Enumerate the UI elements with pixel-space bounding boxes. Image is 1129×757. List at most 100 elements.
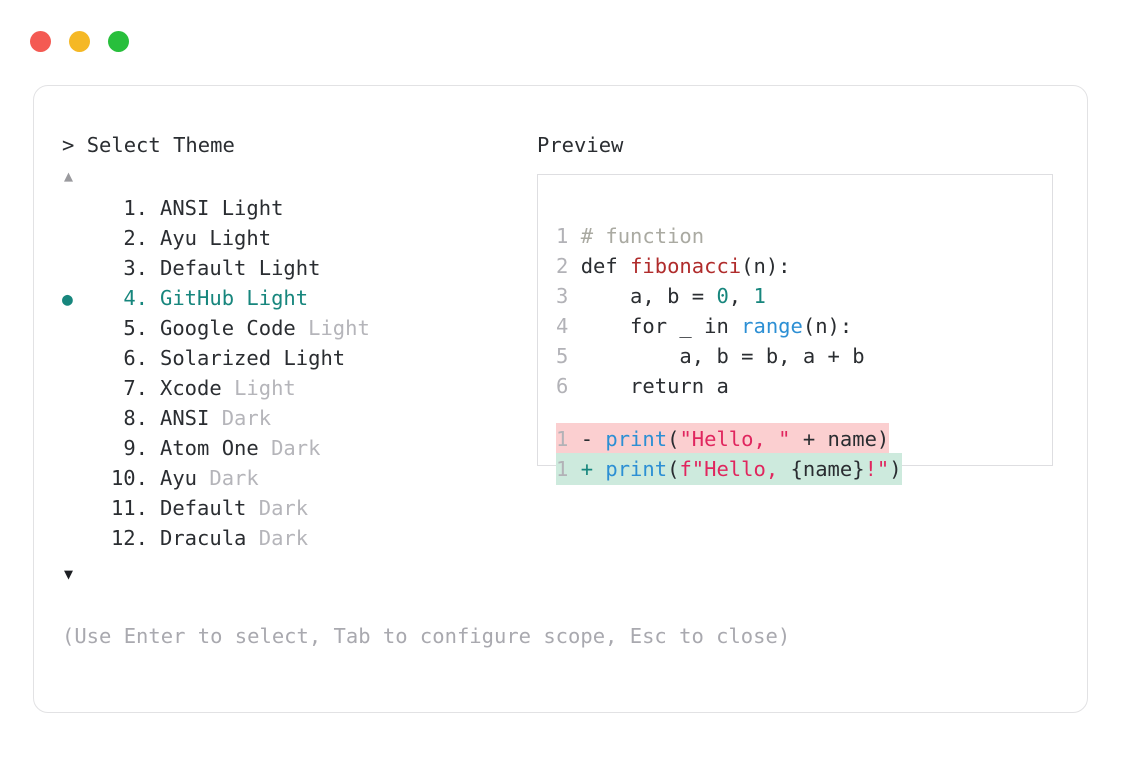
code-token: ) [889, 457, 902, 481]
theme-item-name: Default [160, 496, 247, 520]
theme-item-number: 6. [123, 346, 148, 370]
theme-item-variant: Dark [271, 436, 321, 460]
theme-name-variant-space [271, 346, 283, 370]
code-token: 0 [716, 284, 729, 308]
theme-item-variant: Light [221, 196, 284, 220]
code-token: ( [667, 457, 680, 481]
window-maximize-button[interactable] [108, 31, 129, 52]
window-traffic-lights [30, 31, 129, 52]
theme-list-item[interactable]: 6. Solarized Light [62, 346, 502, 376]
theme-item-variant: Light [283, 346, 346, 370]
code-token: (n): [802, 314, 853, 338]
theme-list-item[interactable]: 2. Ayu Light [62, 226, 502, 256]
theme-name-variant-space [246, 526, 258, 550]
theme-list-item[interactable]: 5.Google Code Light [62, 316, 502, 346]
theme-item-number: 4. [123, 286, 148, 310]
sign-space [593, 427, 605, 451]
code-token: f"Hello, [679, 457, 791, 481]
preview-header: Preview [537, 133, 624, 157]
gutter-space [568, 427, 580, 451]
prompt-header: > Select Theme [62, 133, 235, 157]
diff-highlight: 1 - print("Hello, " + name) [556, 423, 890, 455]
gutter-space [568, 457, 580, 481]
theme-name-variant-space [246, 496, 258, 520]
theme-item-name: Default [160, 256, 247, 280]
theme-item-variant: Light [234, 376, 296, 400]
theme-list-item[interactable]: 12. Dracula Dark [62, 526, 502, 556]
gutter-space [568, 374, 580, 398]
theme-list-item[interactable]: 8.ANSI Dark [62, 406, 502, 436]
code-line: 1 # function [556, 221, 902, 251]
diff-added-line: 1 + print(f"Hello, {name}!") [556, 453, 902, 485]
line-number: 1 [556, 224, 569, 248]
theme-item-name: ANSI [160, 406, 210, 430]
code-line: 6 return a [556, 371, 902, 401]
theme-name-variant-space [259, 436, 271, 460]
window-close-button[interactable] [30, 31, 51, 52]
theme-item-number: 2. [123, 226, 148, 250]
theme-name-variant-space [222, 376, 234, 400]
prompt-marker: > [62, 133, 75, 157]
theme-name-variant-space [209, 196, 221, 220]
gutter-space [568, 344, 580, 368]
code-token: ( [667, 427, 680, 451]
theme-list-item[interactable]: 11.Default Dark [62, 496, 502, 526]
theme-item-number: 5. [123, 316, 148, 340]
code-token: 1 [753, 284, 766, 308]
code-token: return a [580, 374, 729, 398]
gutter-space [568, 284, 580, 308]
line-number: 1 [556, 427, 569, 451]
code-token: , [728, 284, 754, 308]
theme-list-item[interactable]: 10.Ayu Dark [62, 466, 502, 496]
code-token: a, b = [580, 284, 717, 308]
scroll-up-icon[interactable]: ▲ [64, 167, 74, 185]
code-token: # function [580, 224, 705, 248]
line-number: 6 [556, 374, 569, 398]
line-number: 1 [556, 457, 569, 481]
theme-item-name: Dracula [160, 526, 247, 550]
theme-list-item[interactable]: 7. Xcode Light [62, 376, 502, 406]
gutter-space [568, 254, 580, 278]
code-token: def [580, 254, 631, 278]
theme-list-item[interactable]: 1. ANSI Light [62, 196, 502, 226]
theme-item-variant: Light [209, 226, 272, 250]
theme-item-name: Xcode [160, 376, 222, 400]
theme-name-variant-space [296, 316, 308, 340]
theme-item-name: ANSI [160, 196, 210, 220]
theme-list-item[interactable]: ●4.GitHub Light [62, 286, 502, 316]
theme-item-variant: Light [258, 256, 321, 280]
theme-name-variant-space [234, 286, 246, 310]
line-number: 3 [556, 284, 569, 308]
theme-item-number: 9. [123, 436, 148, 460]
code-line: 2 def fibonacci(n): [556, 251, 902, 281]
theme-item-name: Ayu [160, 466, 198, 490]
theme-list-item[interactable]: 3.Default Light [62, 256, 502, 286]
diff-sign: + [580, 457, 594, 481]
code-line: 5 a, b = b, a + b [556, 341, 902, 371]
code-token: (n): [741, 254, 791, 278]
theme-item-variant: Dark [209, 466, 259, 490]
theme-item-name: Ayu [160, 226, 198, 250]
theme-item-name: Google Code [160, 316, 296, 340]
window-minimize-button[interactable] [69, 31, 90, 52]
code-token: a, b = b, a + b [580, 344, 865, 368]
theme-picker-card: > Select Theme Preview ▲ 1. ANSI Light 2. A… [33, 85, 1088, 713]
theme-item-number: 1. [123, 196, 148, 220]
theme-item-variant: Dark [258, 526, 309, 550]
theme-list-item[interactable]: 9. Atom One Dark [62, 436, 502, 466]
code-line: 4 for _ in range(n): [556, 311, 902, 341]
theme-item-variant: Light [246, 286, 309, 310]
code-line: 3 a, b = 0, 1 [556, 281, 902, 311]
scroll-down-icon[interactable]: ▼ [64, 565, 74, 583]
theme-item-name: Atom One [160, 436, 259, 460]
theme-item-name: Solarized [160, 346, 272, 370]
theme-item-number: 12. [110, 526, 148, 550]
theme-name-variant-space [197, 226, 209, 250]
sign-space [593, 457, 605, 481]
theme-name-variant-space [246, 256, 258, 280]
theme-item-variant: Dark [258, 496, 309, 520]
theme-item-number: 7. [123, 376, 148, 400]
diff-sign: - [580, 427, 594, 451]
